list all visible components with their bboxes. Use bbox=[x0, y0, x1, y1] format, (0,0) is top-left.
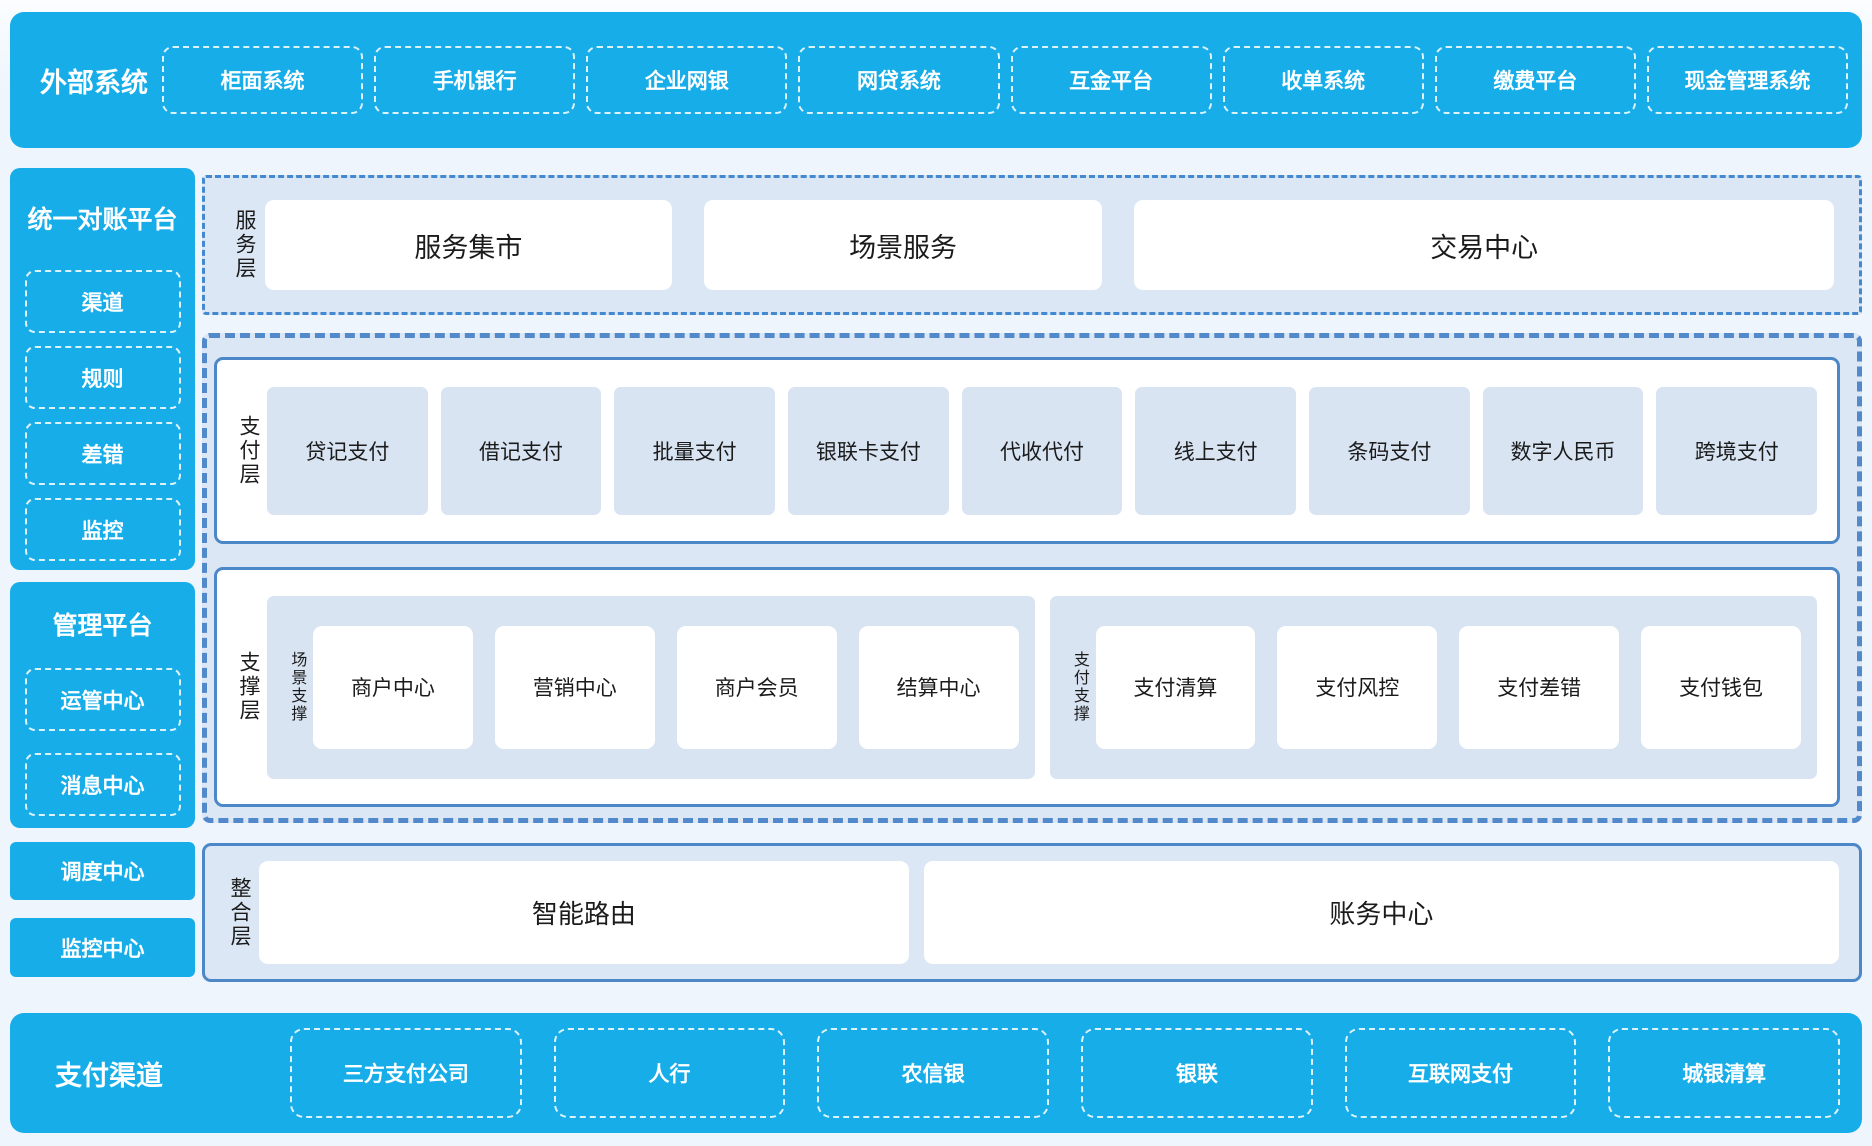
reconciliation-item: 差错 bbox=[24, 422, 181, 485]
payment-item: 条码支付 bbox=[1309, 386, 1470, 515]
reconciliation-item: 渠道 bbox=[24, 270, 181, 333]
service-layer-items: 服务集市 场景服务 交易中心 bbox=[265, 200, 1834, 290]
payment-item: 数字人民币 bbox=[1482, 386, 1644, 515]
support-item: 支付钱包 bbox=[1641, 625, 1801, 749]
support-item: 支付差错 bbox=[1459, 625, 1620, 749]
monitor-center-block: 监控中心 bbox=[10, 918, 195, 977]
management-platform-title: 管理平台 bbox=[52, 612, 153, 640]
external-system-item: 收单系统 bbox=[1222, 46, 1424, 114]
support-item: 结算中心 bbox=[858, 625, 1019, 749]
integration-layer-label: 整合层 bbox=[228, 876, 252, 949]
external-system-item: 柜面系统 bbox=[162, 46, 364, 114]
payment-channel-item: 人行 bbox=[553, 1028, 786, 1118]
integration-layer-panel: 整合层 智能路由 账务中心 bbox=[202, 843, 1862, 982]
reconciliation-item: 规则 bbox=[24, 346, 181, 409]
payment-channels-title: 支付渠道 bbox=[55, 1060, 163, 1091]
service-item: 交易中心 bbox=[1134, 200, 1834, 290]
external-system-item: 缴费平台 bbox=[1434, 46, 1636, 114]
integration-item: 账务中心 bbox=[923, 861, 1839, 964]
management-item: 消息中心 bbox=[24, 753, 181, 816]
support-item: 营销中心 bbox=[494, 625, 655, 749]
payment-item: 借记支付 bbox=[440, 386, 602, 515]
external-systems-bar: 外部系统 柜面系统 手机银行 企业网银 网贷系统 互金平台 收单系统 缴费平台 … bbox=[10, 12, 1862, 148]
reconciliation-platform-title: 统一对账平台 bbox=[27, 206, 178, 234]
payment-item: 贷记支付 bbox=[267, 386, 428, 515]
reconciliation-items: 渠道 规则 差错 监控 bbox=[24, 270, 181, 561]
reconciliation-item: 监控 bbox=[24, 498, 181, 561]
integration-item: 智能路由 bbox=[259, 861, 909, 964]
support-item: 支付清算 bbox=[1095, 625, 1256, 749]
support-group-items: 支付清算 支付风控 支付差错 支付钱包 bbox=[1095, 625, 1801, 749]
payment-layer-items: 贷记支付 借记支付 批量支付 银联卡支付 代收代付 线上支付 条码支付 数字人民… bbox=[267, 386, 1818, 515]
support-layer-groups: 场景支撑 商户中心 营销中心 商户会员 结算中心 支付支撑 支付清算 支付风控 … bbox=[267, 595, 1817, 779]
external-system-item: 企业网银 bbox=[586, 46, 788, 114]
support-item: 支付风控 bbox=[1277, 625, 1438, 749]
support-layer-label: 支撑层 bbox=[237, 651, 261, 723]
management-item: 运管中心 bbox=[24, 668, 181, 731]
management-items: 运管中心 消息中心 bbox=[24, 668, 181, 816]
service-layer-panel: 服务层 服务集市 场景服务 交易中心 bbox=[202, 175, 1862, 315]
payment-item: 批量支付 bbox=[614, 386, 776, 515]
external-system-item: 现金管理系统 bbox=[1646, 46, 1848, 114]
support-item: 商户中心 bbox=[313, 625, 473, 749]
payment-channel-item: 银联 bbox=[1081, 1028, 1313, 1118]
payment-channels-items: 三方支付公司 人行 农信银 银联 互联网支付 城银清算 bbox=[290, 1028, 1841, 1118]
payment-layer-label: 支付层 bbox=[237, 414, 261, 487]
support-item: 商户会员 bbox=[676, 625, 837, 749]
payment-item: 代收代付 bbox=[961, 386, 1123, 515]
support-layer-panel: 支撑层 场景支撑 商户中心 营销中心 商户会员 结算中心 支付支撑 支付清算 bbox=[214, 567, 1840, 807]
support-group-label: 场景支撑 bbox=[288, 651, 306, 723]
dispatch-center-block: 调度中心 bbox=[10, 842, 195, 900]
payment-layer-panel: 支付层 贷记支付 借记支付 批量支付 银联卡支付 代收代付 线上支付 条码支付 … bbox=[214, 357, 1840, 544]
core-layers-container: 支付层 贷记支付 借记支付 批量支付 银联卡支付 代收代付 线上支付 条码支付 … bbox=[202, 333, 1862, 823]
support-group-items: 商户中心 营销中心 商户会员 结算中心 bbox=[313, 625, 1019, 749]
payment-item: 银联卡支付 bbox=[788, 386, 949, 515]
payment-item: 跨境支付 bbox=[1656, 386, 1818, 515]
support-group-label: 支付支撑 bbox=[1070, 651, 1088, 723]
support-group-scene: 场景支撑 商户中心 营销中心 商户会员 结算中心 bbox=[267, 595, 1035, 779]
payment-item: 线上支付 bbox=[1135, 386, 1297, 515]
payment-channel-item: 城银清算 bbox=[1608, 1028, 1841, 1118]
external-system-item: 互金平台 bbox=[1010, 46, 1212, 114]
reconciliation-platform-block: 统一对账平台 渠道 规则 差错 监控 bbox=[10, 168, 195, 570]
external-systems-title: 外部系统 bbox=[40, 67, 148, 98]
management-platform-block: 管理平台 运管中心 消息中心 bbox=[10, 582, 195, 828]
service-layer-label: 服务层 bbox=[233, 209, 257, 281]
integration-layer-items: 智能路由 账务中心 bbox=[259, 861, 1839, 964]
support-group-payment: 支付支撑 支付清算 支付风控 支付差错 支付钱包 bbox=[1049, 595, 1817, 779]
external-system-item: 网贷系统 bbox=[798, 46, 1000, 114]
payment-channels-bar: 支付渠道 三方支付公司 人行 农信银 银联 互联网支付 城银清算 bbox=[10, 1013, 1862, 1133]
payment-channel-item: 农信银 bbox=[817, 1028, 1050, 1118]
payment-channel-item: 三方支付公司 bbox=[290, 1028, 522, 1118]
external-system-item: 手机银行 bbox=[374, 46, 576, 114]
service-item: 场景服务 bbox=[703, 200, 1103, 290]
service-item: 服务集市 bbox=[265, 200, 672, 290]
payment-channel-item: 互联网支付 bbox=[1344, 1028, 1577, 1118]
external-systems-items: 柜面系统 手机银行 企业网银 网贷系统 互金平台 收单系统 缴费平台 现金管理系… bbox=[162, 46, 1848, 114]
